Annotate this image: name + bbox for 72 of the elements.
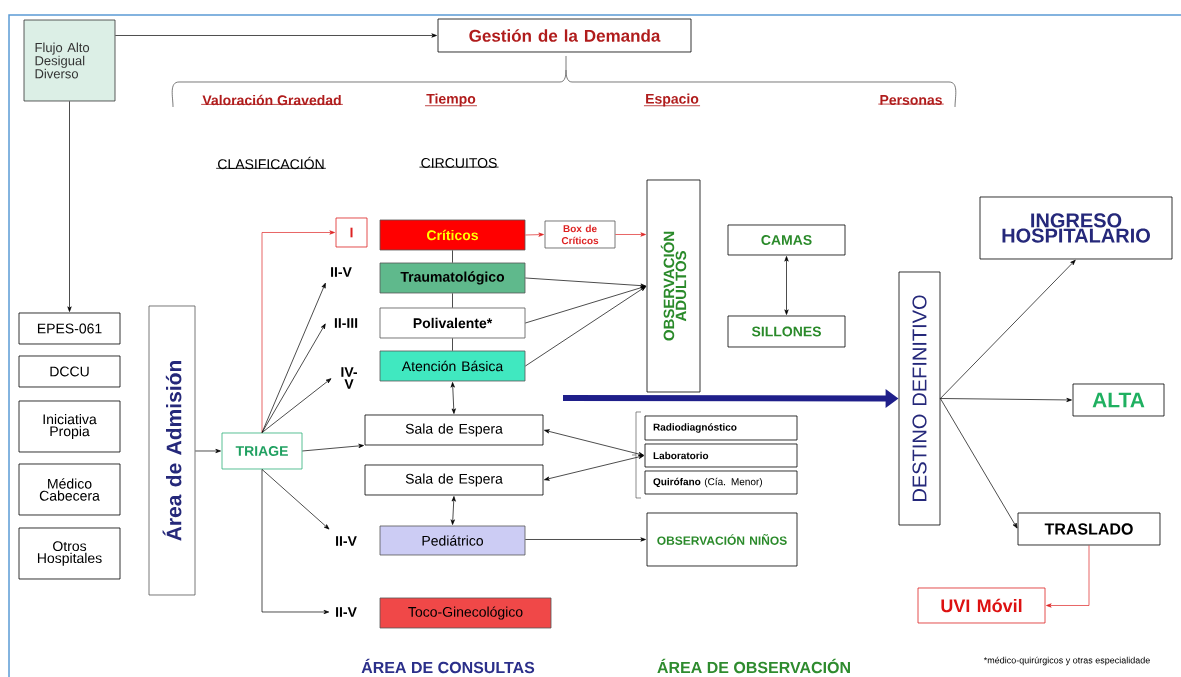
arrow	[302, 443, 364, 452]
waiting-room-box: Sala de Espera	[364, 414, 544, 446]
arrow	[940, 259, 1076, 399]
process-box: Gestión de la Demanda	[437, 18, 692, 53]
triage-level: II-V	[336, 536, 357, 546]
area-title: ÁREA DE CONSULTAS	[361, 658, 535, 674]
arrow	[615, 232, 646, 237]
arrow	[525, 537, 646, 542]
arrow	[940, 397, 1072, 402]
arrow	[450, 496, 456, 525]
category-heading: Espacio	[643, 93, 701, 107]
destination-box: TRASLADO	[1017, 512, 1161, 546]
connector-line	[452, 338, 453, 351]
arrow	[940, 398, 1018, 529]
arrow	[525, 285, 646, 324]
destination-band: DESTINO DEFINITIVO	[898, 271, 941, 526]
triage-level: II-V	[331, 267, 352, 277]
arrow	[261, 469, 330, 615]
triage-level: IV-V	[341, 367, 357, 389]
arrow	[450, 382, 456, 414]
arrow	[261, 378, 332, 433]
arrow	[525, 277, 646, 288]
circuit-box: Atención Básica	[379, 350, 526, 382]
source-box: EPES-061	[18, 312, 121, 345]
source-box: Otros Hospitales	[18, 527, 121, 580]
category-heading: Valoración Gravedad	[200, 94, 344, 106]
waiting-room-box: Sala de Espera	[364, 464, 544, 496]
service-box: Laboratorio	[644, 443, 798, 468]
arrow	[784, 256, 789, 315]
arrow	[195, 448, 221, 454]
circuit-box: Toco-Ginecológico	[379, 597, 552, 629]
destination-box: ALTA	[1072, 383, 1165, 417]
process-box: Box de Críticos	[544, 220, 616, 249]
column-heading: CLASIFICACIÓN	[215, 156, 327, 170]
arrow	[525, 286, 647, 367]
source-box: Iniciativa Propia	[18, 400, 121, 453]
arrow	[261, 230, 335, 433]
source-box: Médico Cabecera	[18, 463, 121, 516]
arrow	[261, 469, 330, 530]
observation-box: OBSERVACIÓN ADULTOS	[646, 179, 701, 393]
source-box: Flujo Alto Desigual Diverso	[23, 19, 116, 102]
service-box: Radiodiagnóstico	[644, 415, 798, 441]
arrow	[261, 323, 326, 433]
arrow	[67, 101, 72, 312]
destination-box: UVI Móvil	[917, 587, 1046, 624]
circuit-box: Pediátrico	[379, 525, 526, 556]
arrow	[525, 232, 544, 237]
footnote: *médico-quirúrgicos y otras especialidade	[983, 656, 1150, 666]
connector-line	[452, 250, 453, 263]
observation-box: OBSERVACIÓN NIÑOS	[646, 512, 798, 567]
level-box: I	[335, 217, 368, 248]
circuit-box: Traumatológico	[379, 262, 526, 294]
category-heading: Personas	[877, 95, 945, 105]
arrow	[544, 454, 644, 481]
source-box: DCCU	[18, 355, 121, 388]
triage-box: TRIAGE	[221, 432, 303, 470]
arrow	[115, 33, 437, 38]
category-heading: Tiempo	[424, 93, 478, 107]
connector-line	[452, 293, 453, 308]
triage-level: II-III	[334, 318, 358, 328]
area-title: ÁREA DE OBSERVACIÓN	[657, 658, 850, 674]
resource-box: CAMAS	[727, 224, 846, 256]
circuit-box: Críticos	[379, 219, 526, 251]
area-band: Área de Admisión	[148, 305, 196, 596]
destination-box: INGRESO HOSPITALARIO	[979, 196, 1173, 260]
triage-level: II-V	[336, 607, 357, 617]
service-box: Quirófano (Cía. Menor)	[644, 470, 798, 495]
resource-box: SILLONES	[727, 315, 846, 348]
circuit-box: Polivalente*	[379, 307, 526, 339]
column-heading: CIRCUITOS	[419, 158, 499, 168]
arrow	[544, 429, 644, 457]
arrow	[1046, 545, 1090, 608]
